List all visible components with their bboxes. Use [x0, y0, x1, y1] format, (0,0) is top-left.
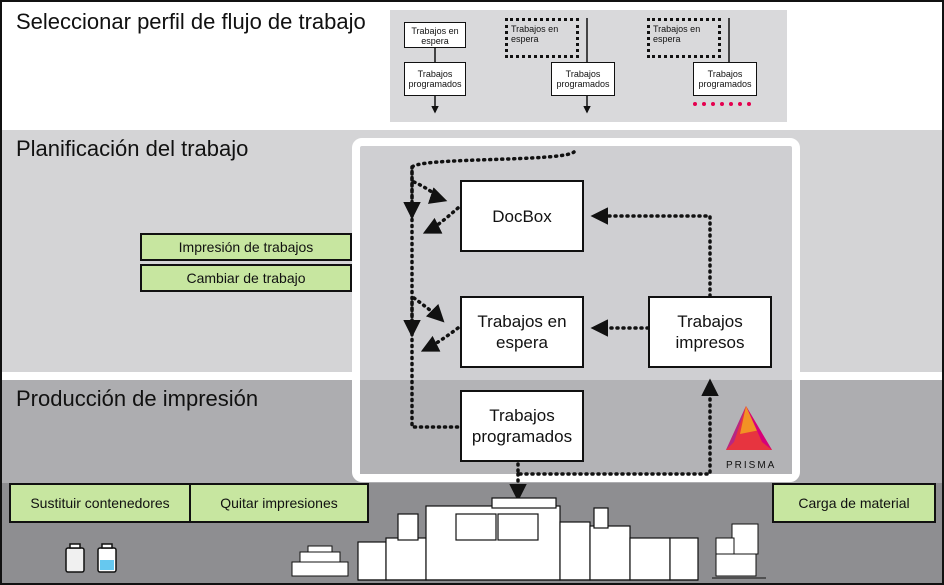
profile-option-3[interactable]: Trabajos en espera Trabajos programados — [643, 10, 787, 122]
change-job-button[interactable]: Cambiar de trabajo — [140, 264, 352, 292]
toner-containers-icon — [65, 543, 117, 573]
planning-title: Planificación del trabajo — [16, 136, 249, 161]
prisma-logo-label: PRISMA — [726, 460, 777, 471]
profile-1-scheduled: Trabajos programados — [404, 62, 466, 96]
profile-2-held: Trabajos en espera — [505, 18, 579, 58]
printed-jobs-node[interactable]: Trabajos impresos — [648, 296, 772, 368]
flow-arrows — [403, 150, 719, 502]
profile-connectors — [431, 18, 730, 114]
held-jobs-node[interactable]: Trabajos en espera — [460, 296, 584, 368]
scheduled-jobs-node[interactable]: Trabajos programados — [460, 390, 584, 462]
prisma-logo-mark — [726, 406, 772, 450]
profile-option-2[interactable]: Trabajos en espera Trabajos programados — [501, 10, 645, 122]
profile-3-held: Trabajos en espera — [647, 18, 721, 58]
print-jobs-button[interactable]: Impresión de trabajos — [140, 233, 352, 261]
printer-illustration — [357, 497, 699, 581]
production-title: Producción de impresión — [16, 386, 259, 411]
profile-1-held: Trabajos en espera — [404, 22, 466, 48]
paper-pallet-right-icon — [712, 523, 766, 579]
profile-3-red-dots — [693, 102, 751, 106]
profile-3-scheduled: Trabajos programados — [693, 62, 757, 96]
workflow-profile-title: Seleccionar perfil de flujo de trabajo — [16, 9, 366, 34]
profile-2-scheduled: Trabajos programados — [551, 62, 615, 96]
remove-prints-button[interactable]: Quitar impresiones — [189, 483, 369, 523]
load-media-button[interactable]: Carga de material — [772, 483, 936, 523]
docbox-node[interactable]: DocBox — [460, 180, 584, 252]
paper-stack-left-icon — [291, 545, 349, 577]
